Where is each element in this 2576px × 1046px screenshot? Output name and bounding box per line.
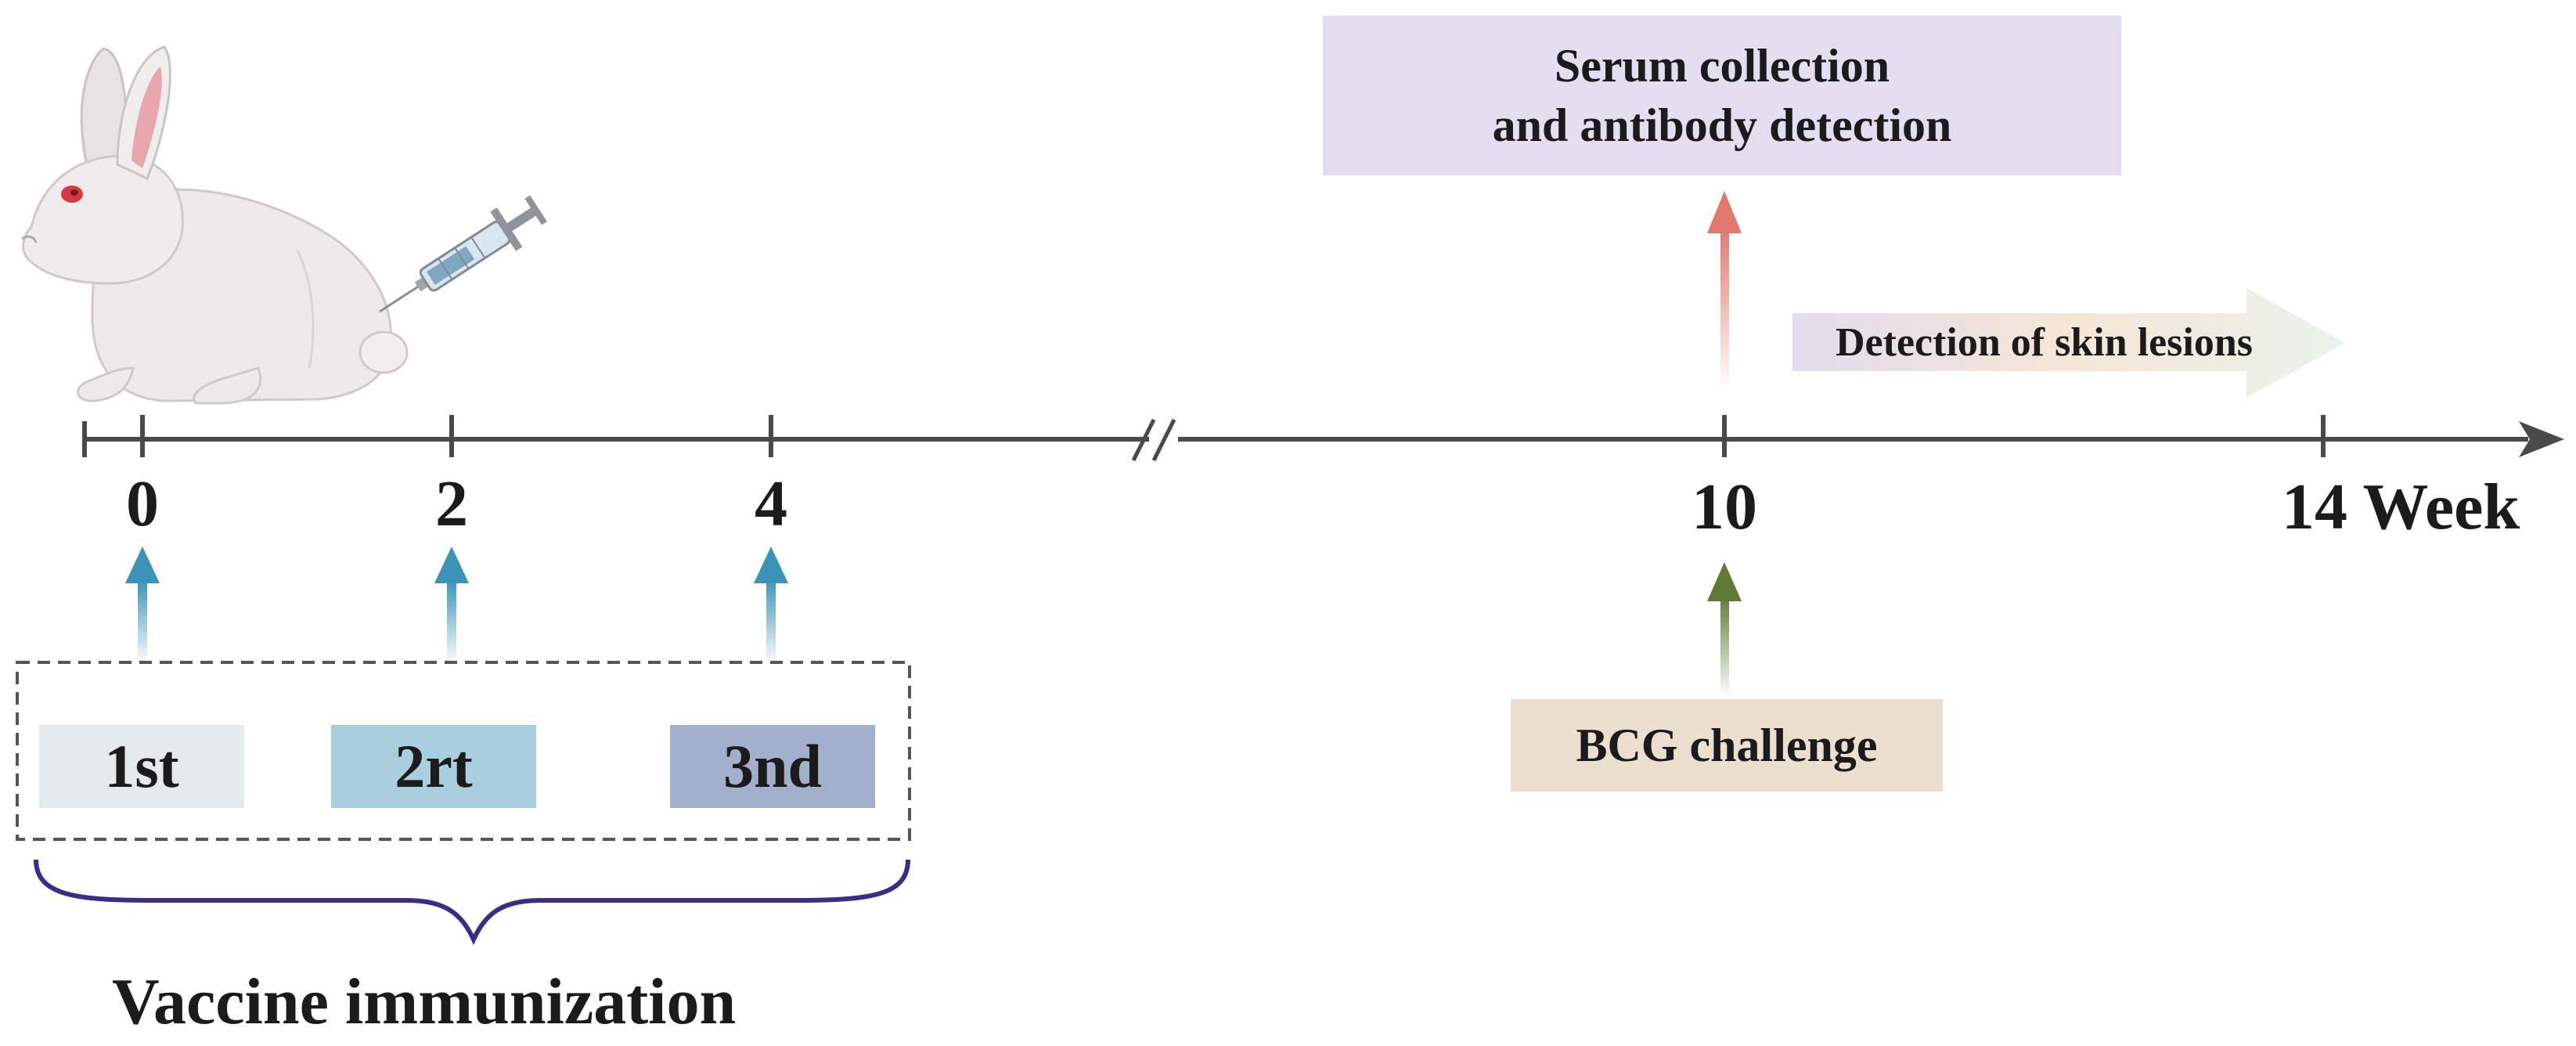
serum-line-2: and antibody detection bbox=[1492, 99, 1952, 151]
bcg-arrow bbox=[1707, 562, 1742, 697]
time-axis bbox=[82, 415, 2564, 462]
dose-box-2nd: 2rt bbox=[331, 725, 536, 808]
skin-lesion-arrow bbox=[1792, 288, 2345, 398]
tick-label-14-week: 14 Week bbox=[2282, 471, 2520, 543]
vaccine-immunization-label: Vaccine immunization bbox=[112, 965, 737, 1038]
tick-label-10: 10 bbox=[1692, 471, 1757, 543]
tick-label-0: 0 bbox=[126, 467, 159, 540]
immunization-arrows bbox=[125, 546, 788, 665]
bcg-challenge-box: BCG challenge bbox=[1511, 699, 1943, 792]
dose-box-3rd: 3nd bbox=[670, 725, 875, 808]
syringe-icon bbox=[379, 195, 547, 313]
dose-label: 1st bbox=[104, 732, 179, 800]
serum-collection-box: Serum collection and antibody detection bbox=[1323, 16, 2121, 175]
axis-arrowhead bbox=[2519, 421, 2564, 457]
tick-label-4: 4 bbox=[755, 467, 787, 540]
dose-box-1st: 1st bbox=[39, 725, 244, 808]
bcg-challenge-label: BCG challenge bbox=[1576, 720, 1878, 771]
dose-group-frame bbox=[16, 661, 911, 841]
tick-label-2: 2 bbox=[435, 467, 468, 540]
rabbit-icon bbox=[21, 45, 409, 405]
axis-break-mark bbox=[1151, 418, 1176, 462]
axis-break-mark bbox=[1131, 418, 1156, 462]
curly-brace bbox=[34, 859, 910, 946]
skin-lesions-label: Detection of skin lesions bbox=[1836, 320, 2253, 365]
serum-arrow bbox=[1707, 191, 1742, 388]
serum-line-1: Serum collection bbox=[1554, 40, 1890, 92]
dose-label: 3nd bbox=[723, 732, 822, 800]
dose-label: 2rt bbox=[395, 732, 473, 800]
